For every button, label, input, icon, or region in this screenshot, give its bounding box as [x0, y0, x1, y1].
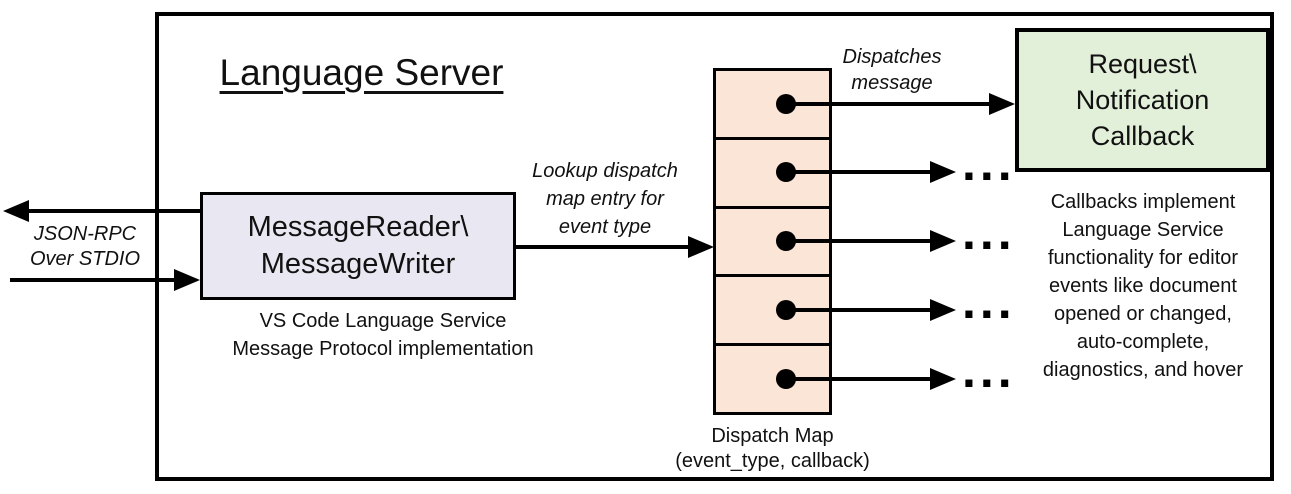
dispatch-map-cell	[716, 71, 829, 140]
callbacks-note-line4: events like document	[1049, 275, 1237, 297]
lookup-arrow-line	[516, 245, 690, 249]
reader-caption: VS Code Language Service Message Protoco…	[193, 307, 573, 363]
callback-box-line2: Notification	[1075, 85, 1210, 115]
json-rpc-label-line1: JSON-RPC	[33, 223, 137, 245]
callbacks-note: Callbacks implement Language Service fun…	[1012, 188, 1274, 384]
lookup-label-line1: Lookup dispatch	[532, 160, 678, 182]
reader-box-line1: MessageReader\	[247, 211, 469, 243]
stdio-in-arrow-line	[10, 278, 176, 282]
dispatch-arrow-1-line	[786, 102, 990, 106]
dispatch-map-caption: Dispatch Map (event_type, callback)	[655, 424, 890, 474]
dispatch-map-caption-line2: (event_type, callback)	[675, 450, 870, 472]
dispatch-map-caption-line1: Dispatch Map	[711, 425, 834, 447]
dispatch-map-cell	[716, 209, 829, 278]
dispatch-arrow-1-head-icon	[989, 93, 1015, 115]
callbacks-note-line7: diagnostics, and hover	[1042, 359, 1244, 381]
diagram-title: Language Server	[219, 52, 504, 93]
dispatch-arrow-2-line	[786, 170, 932, 174]
language-server-box	[155, 12, 1274, 481]
ellipsis-4: ...	[962, 273, 1016, 329]
lookup-label: Lookup dispatch map entry for event type	[512, 157, 698, 241]
reader-box-line2: MessageWriter	[260, 248, 456, 280]
reader-caption-line2: Message Protocol implementation	[232, 338, 534, 360]
dispatch-arrow-4-line	[786, 308, 932, 312]
stdio-in-arrowhead-icon	[174, 269, 200, 291]
callbacks-note-line1: Callbacks implement	[1050, 191, 1236, 213]
dispatch-map-cell	[716, 140, 829, 209]
stdio-out-arrowhead-icon	[3, 200, 29, 222]
ellipsis-2: ...	[962, 135, 1016, 191]
dispatches-message-line2: message	[851, 72, 933, 94]
request-notification-callback-box: Request\ Notification Callback	[1015, 28, 1270, 172]
callbacks-note-line6: auto-complete,	[1076, 331, 1210, 353]
ellipsis-5: ...	[962, 342, 1016, 398]
json-rpc-label: JSON-RPC Over STDIO	[20, 222, 150, 272]
callbacks-note-line3: functionality for editor	[1047, 247, 1239, 269]
message-reader-writer-box: MessageReader\ MessageWriter	[200, 192, 516, 300]
lookup-label-line2: map entry for	[546, 188, 664, 210]
dispatch-arrow-3-head-icon	[930, 230, 956, 252]
callbacks-note-line2: Language Service	[1062, 219, 1224, 241]
dispatch-arrow-5-line	[786, 377, 932, 381]
dispatch-arrow-2-head-icon	[930, 161, 956, 183]
dispatch-map-cell	[716, 277, 829, 347]
dispatches-message-label: Dispatches message	[828, 44, 956, 96]
lookup-label-line3: event type	[558, 216, 652, 238]
dispatch-arrow-3-line	[786, 239, 932, 243]
callbacks-note-line5: opened or changed,	[1054, 303, 1232, 325]
reader-caption-line1: VS Code Language Service	[259, 310, 507, 332]
dispatch-arrow-5-head-icon	[930, 368, 956, 390]
stdio-out-arrow-line	[26, 209, 202, 213]
lookup-arrowhead-icon	[688, 236, 714, 258]
ellipsis-3: ...	[962, 204, 1016, 260]
callback-box-line3: Callback	[1090, 121, 1195, 151]
dispatches-message-line1: Dispatches	[842, 46, 942, 68]
dispatch-arrow-4-head-icon	[930, 299, 956, 321]
callback-box-line1: Request\	[1088, 49, 1197, 79]
json-rpc-label-line2: Over STDIO	[29, 248, 140, 270]
